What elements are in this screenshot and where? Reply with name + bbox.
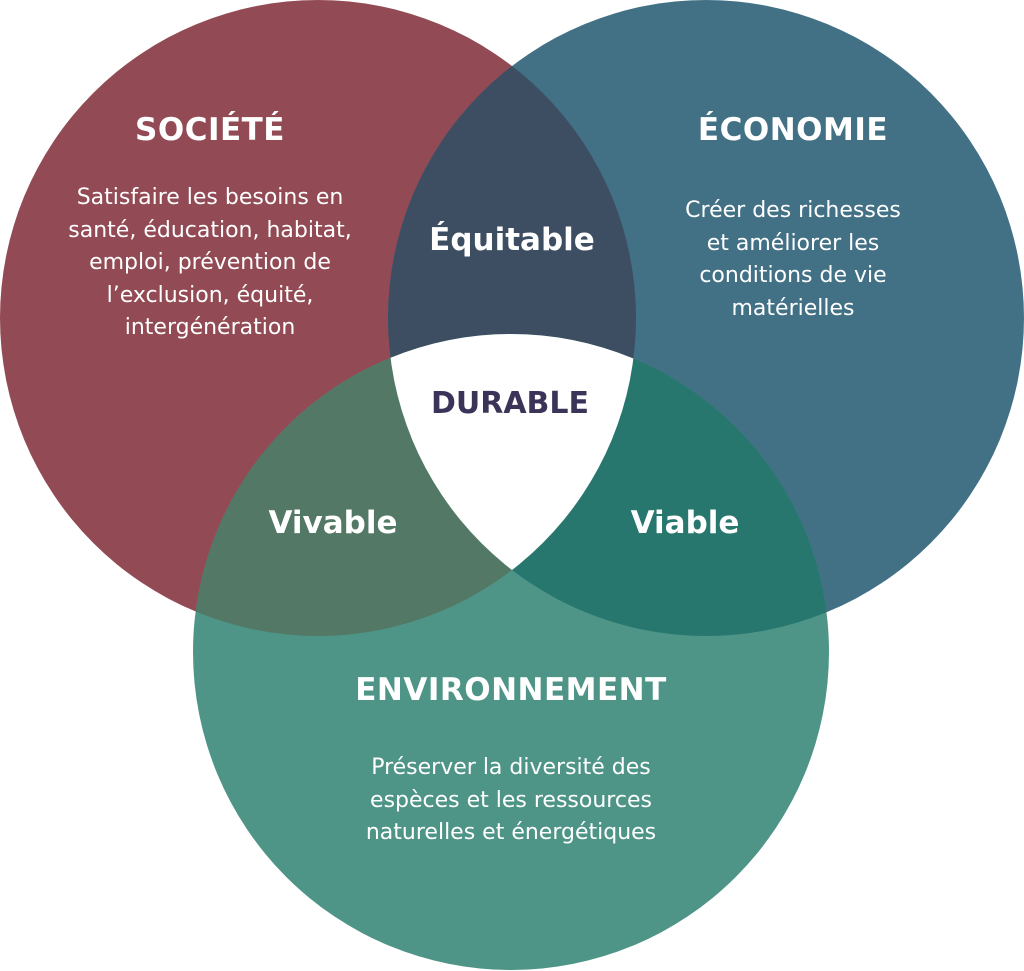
viable-label: Viable bbox=[630, 505, 740, 541]
vivable-label: Vivable bbox=[268, 505, 398, 541]
environnement-description: Préserver la diversité des espèces et le… bbox=[311, 752, 711, 850]
societe-desc-line: l’exclusion, équité, bbox=[106, 282, 314, 308]
environnement-desc-line: espèces et les ressources bbox=[370, 787, 652, 813]
environnement-desc-line: naturelles et énergétiques bbox=[365, 820, 657, 845]
societe-desc-line: santé, éducation, habitat, bbox=[68, 217, 352, 243]
economie-description: Créer des richesses et améliorer les con… bbox=[613, 195, 973, 325]
environnement-desc-line: Préserver la diversité des bbox=[371, 755, 651, 780]
equitable-label: Équitable bbox=[429, 222, 595, 258]
intersection-vivable bbox=[193, 334, 636, 636]
durable-label: DURABLE bbox=[430, 386, 590, 421]
environnement-title: ENVIRONNEMENT bbox=[355, 672, 667, 708]
societe-desc-line: Satisfaire les besoins en bbox=[76, 185, 344, 210]
societe-description: Satisfaire les besoins en santé, éducati… bbox=[20, 182, 400, 345]
economie-desc-line: Créer des richesses bbox=[685, 198, 901, 223]
economie-desc-line: et améliorer les bbox=[706, 230, 880, 256]
economie-desc-line: matérielles bbox=[731, 295, 855, 321]
societe-title: SOCIÉTÉ bbox=[135, 112, 285, 148]
economie-title: ÉCONOMIE bbox=[697, 112, 889, 148]
economie-desc-line: conditions de vie bbox=[699, 263, 887, 288]
societe-desc-line: intergénération bbox=[124, 315, 296, 340]
intersection-viable bbox=[388, 334, 829, 636]
societe-desc-line: emploi, prévention de bbox=[89, 250, 331, 275]
